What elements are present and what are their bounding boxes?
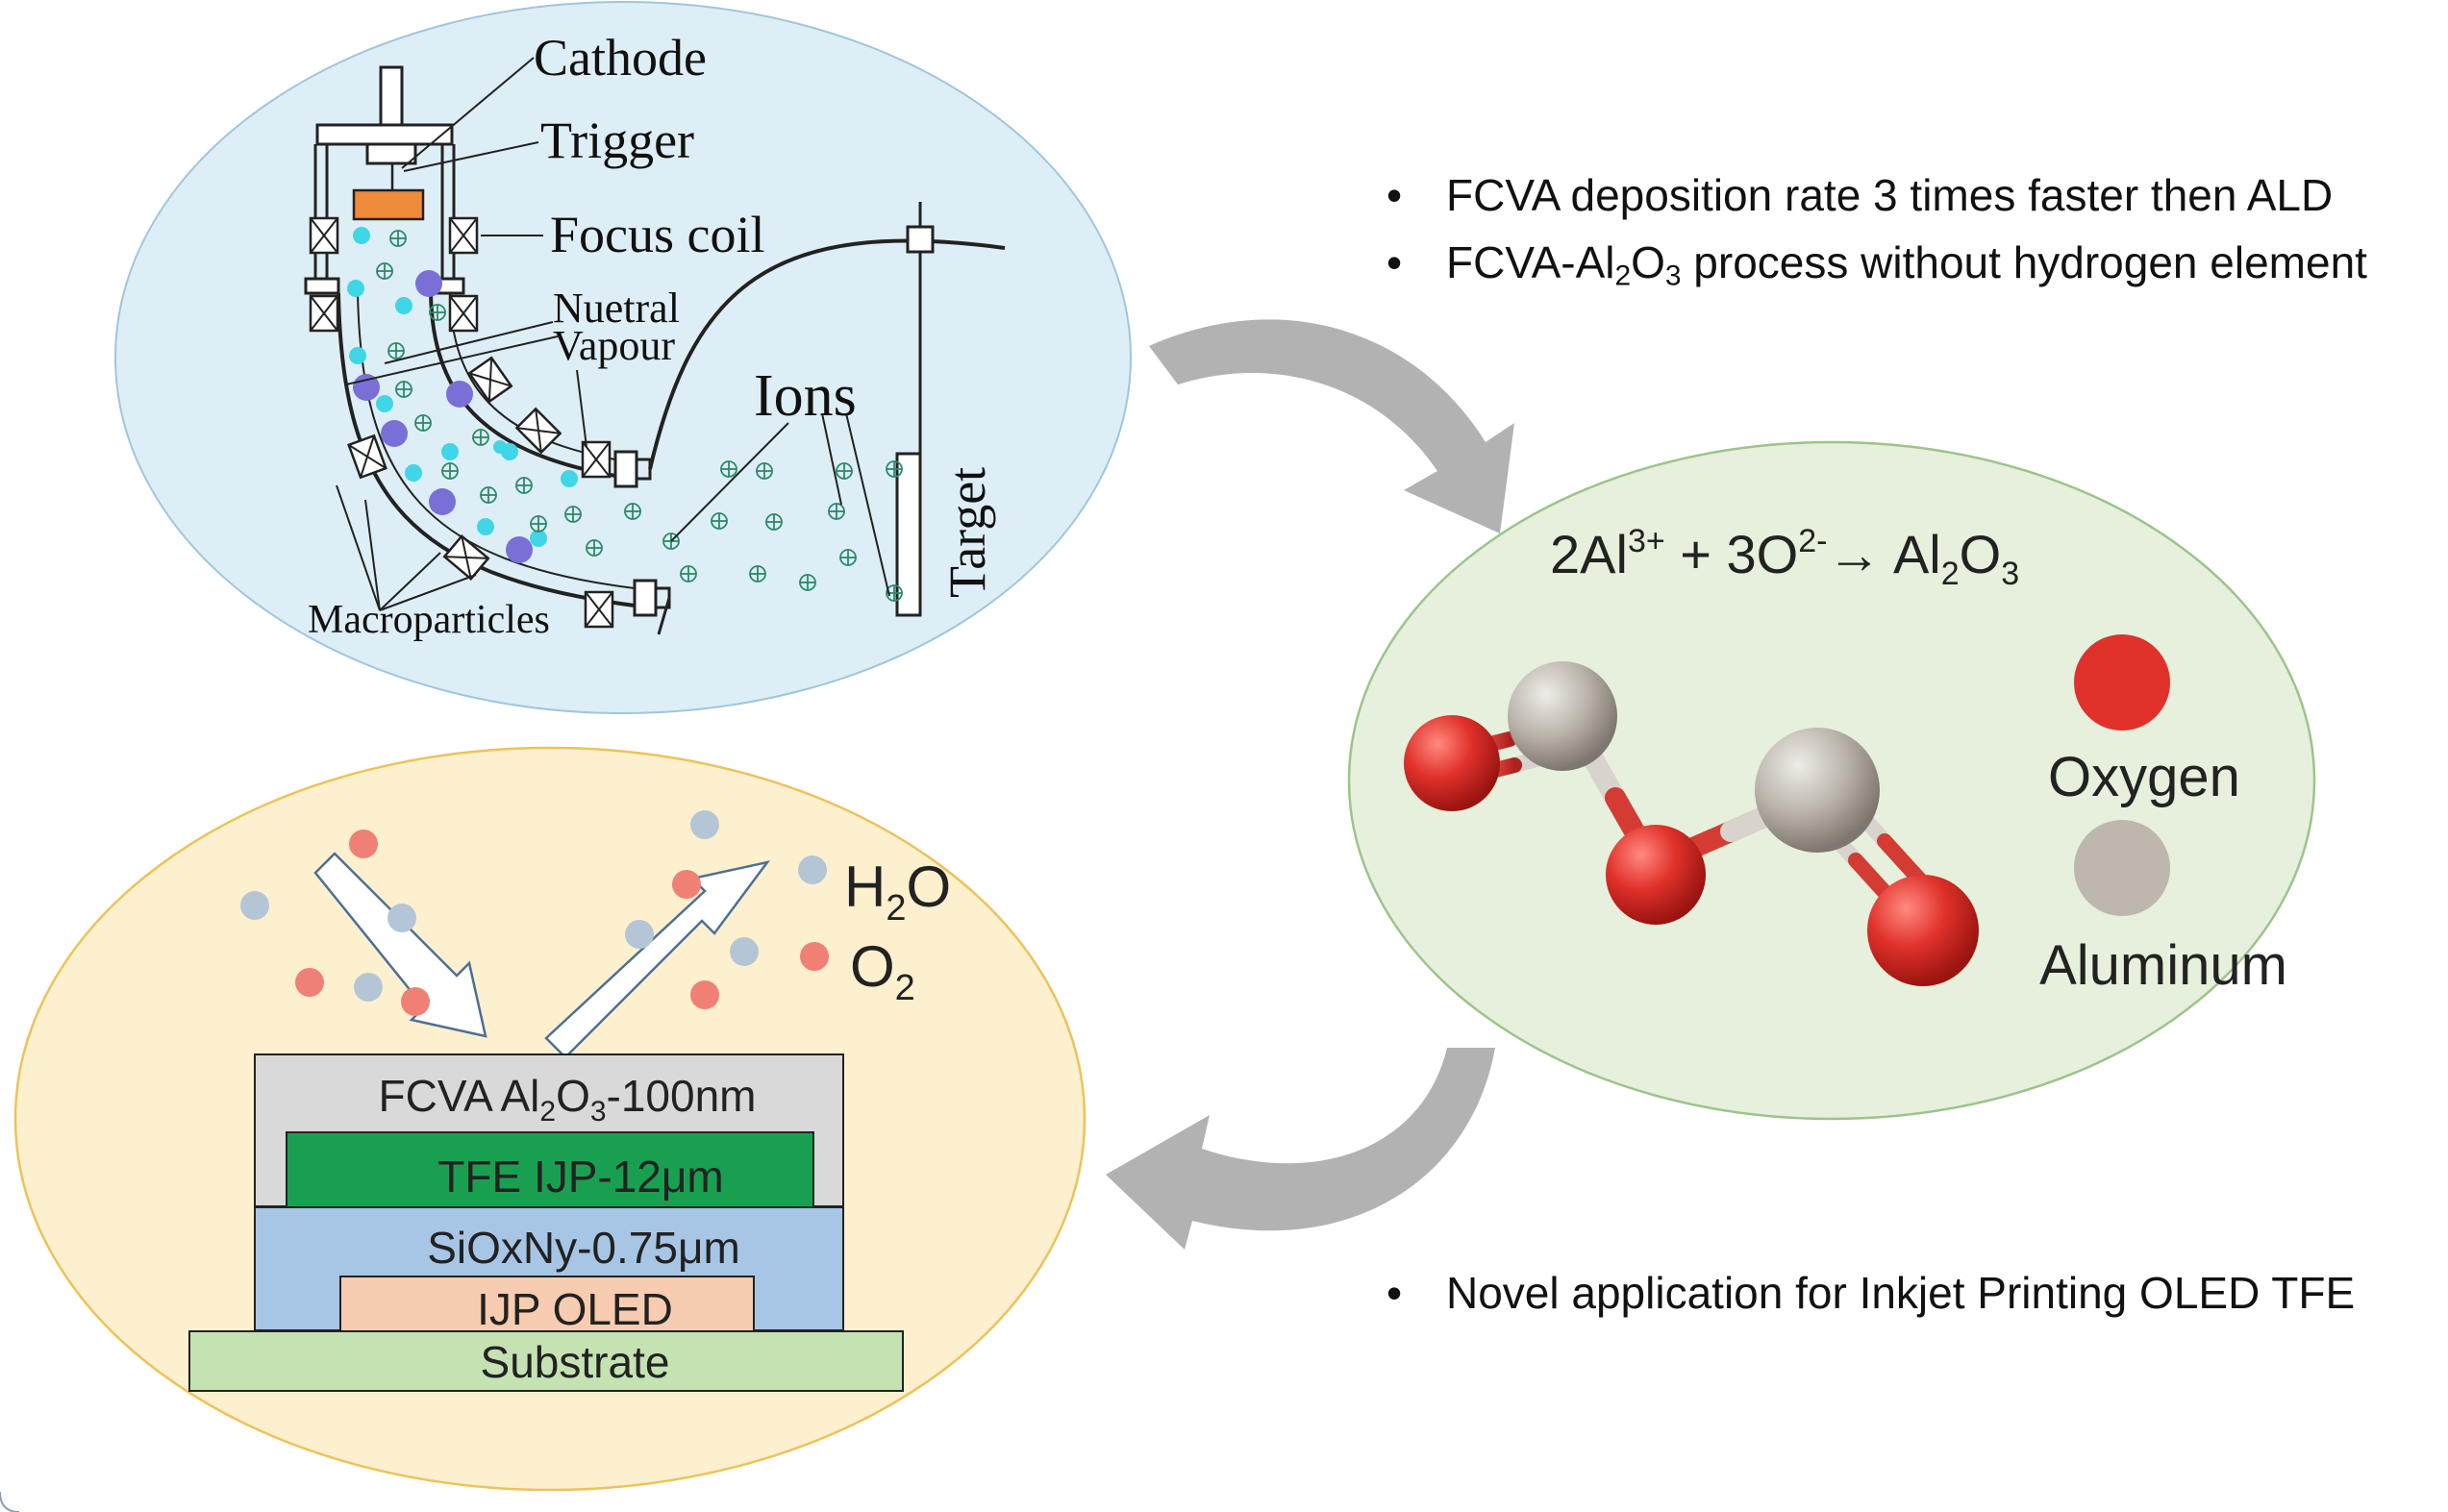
bullet-text: Novel application for Inkjet Printing OL… [1446,1268,2356,1318]
neutral-label: Nuetral [553,285,680,332]
neutral-vapour-particles [347,227,578,547]
cycle-arrow-bottom [1106,1048,1495,1250]
tfe-stack-panel: H2O O2 FCVA Al2O3-100nm TFE IJP-12μm SiO… [13,746,1087,1492]
bottom-bullets: • Novel application for Inkjet Printing … [1386,1267,2355,1334]
tfe-layer-label: TFE IJP-12μm [437,1152,723,1202]
oxygen-atom [1404,715,1500,811]
trigger-label: Trigger [540,112,694,169]
aluminum-legend-swatch [2074,820,2170,916]
reaction-equation: 2Al3+ + 3O2-→ Al2O3 [1550,523,2019,592]
duct-wall-outer [337,292,636,607]
al2o3-molecule [1404,661,1979,986]
focus-coil-label: Focus coil [550,206,765,263]
leader-lines [336,57,890,611]
sioxny-layer-label: SiOxNy-0.75μm [427,1223,740,1273]
oxygen-legend-swatch [2074,634,2170,731]
bullet-dot-icon: • [1386,237,1403,287]
cathode-assembly [304,65,465,295]
substrate-layer [188,1330,904,1392]
h2o-label: H2O [844,855,951,929]
bullet-text: FCVA-Al2O3 process without hydrogen elem… [1446,237,2367,292]
bullet-item: • FCVA-Al2O3 process without hydrogen el… [1386,236,2367,292]
oxygen-legend-label: Oxygen [2048,746,2240,808]
fcva-apparatus-panel: Cathode Trigger Focus coil Nuetral Vapou… [114,1,1132,714]
top-bullets: • FCVA deposition rate 3 times faster th… [1386,169,2367,304]
gas-molecules [240,810,829,1016]
reaction-panel: 2Al3+ + 3O2-→ Al2O3 [1347,440,2316,1121]
ijp-oled-layer [339,1276,755,1333]
bullet-dot-icon: • [1386,1268,1403,1318]
bullet-dot-icon: • [1386,170,1403,220]
bullet-item: • FCVA deposition rate 3 times faster th… [1386,169,2367,221]
aluminum-legend-label: Aluminum [2039,934,2287,997]
bullet-item: • Novel application for Inkjet Printing … [1386,1267,2355,1319]
aluminum-atom [1508,661,1617,771]
blocked-gas-arrow [544,860,770,1059]
tfe-ijp-layer [286,1131,814,1208]
target-plate [895,452,922,617]
focus-coil-icon [309,216,339,255]
cycle-arrow-top [1149,319,1514,533]
o2-label: O2 [850,934,915,1008]
cathode-label: Cathode [534,29,707,87]
substrate-label: Substrate [481,1337,670,1387]
oxygen-atom [1867,875,1979,986]
aluminum-atom [1755,728,1880,853]
target-label: Target [938,467,996,598]
page-frame-corner [0,1491,20,1512]
fcva-layer-label: FCVA Al2O3-100nm [379,1071,757,1128]
trigger-block [352,188,425,221]
bullet-text: FCVA deposition rate 3 times faster then… [1446,170,2334,220]
oxygen-atom [1606,825,1706,925]
vapour-label: Vapour [553,322,675,369]
duct-wall-inner [429,292,616,478]
ijp-oled-label: IJP OLED [477,1284,673,1334]
macroparticles-label: Macroparticles [308,598,550,642]
ions-label: Ions [754,363,857,429]
